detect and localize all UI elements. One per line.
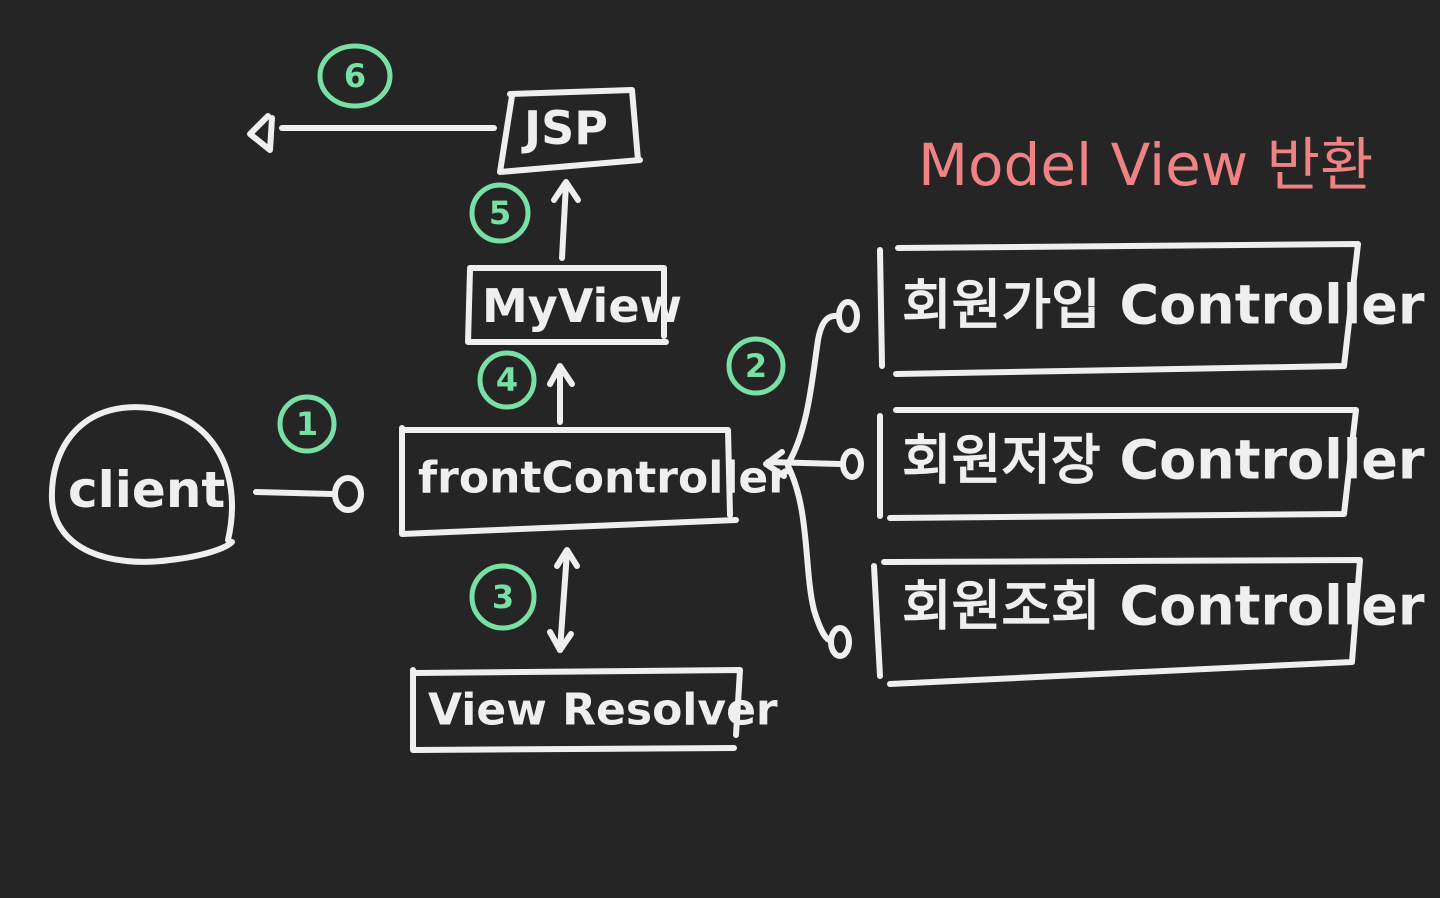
controller-save-label: 회원저장 Controller xyxy=(902,429,1425,492)
controller-list-label: 회원조회 Controller xyxy=(902,575,1425,638)
response-arrow xyxy=(247,113,497,153)
step-1-badge: 1 xyxy=(277,394,337,454)
view-resolver-label: View Resolver xyxy=(428,685,778,736)
step-4-badge: 4 xyxy=(477,350,537,410)
step-2-label: 2 xyxy=(745,347,767,385)
controller-save-node: 회원저장 Controller xyxy=(877,407,1425,521)
client-label: client xyxy=(68,461,225,519)
controller-lookup-arrows xyxy=(763,299,864,659)
view-resolver-node: View Resolver xyxy=(410,667,778,753)
step-1-label: 1 xyxy=(296,405,318,443)
controller-list-node: 회원조회 Controller xyxy=(871,557,1425,687)
step-2-badge: 2 xyxy=(726,336,786,396)
step-5-badge: 5 xyxy=(469,182,531,244)
my-view-label: MyView xyxy=(482,279,682,333)
step-3-badge: 3 xyxy=(469,563,537,631)
forward-arrow xyxy=(551,179,581,261)
step-3-label: 3 xyxy=(492,578,514,616)
resolver-arrow xyxy=(547,547,580,653)
client-node: client xyxy=(48,404,235,565)
step-5-label: 5 xyxy=(489,194,511,232)
step-6-badge: 6 xyxy=(317,43,393,109)
my-view-node: MyView xyxy=(465,265,682,345)
controller-join-node: 회원가입 Controller xyxy=(877,241,1425,377)
jsp-node: JSP xyxy=(497,87,643,175)
render-arrow xyxy=(547,363,575,425)
diagram-title: Model View 반환 xyxy=(918,131,1373,199)
controller-join-label: 회원가입 Controller xyxy=(902,274,1425,337)
front-controller-node: frontController xyxy=(399,425,790,537)
request-arrow xyxy=(253,475,364,513)
step-4-label: 4 xyxy=(496,361,518,399)
jsp-label: JSP xyxy=(521,101,608,155)
front-controller-label: frontController xyxy=(418,453,790,504)
step-6-label: 6 xyxy=(344,57,366,95)
